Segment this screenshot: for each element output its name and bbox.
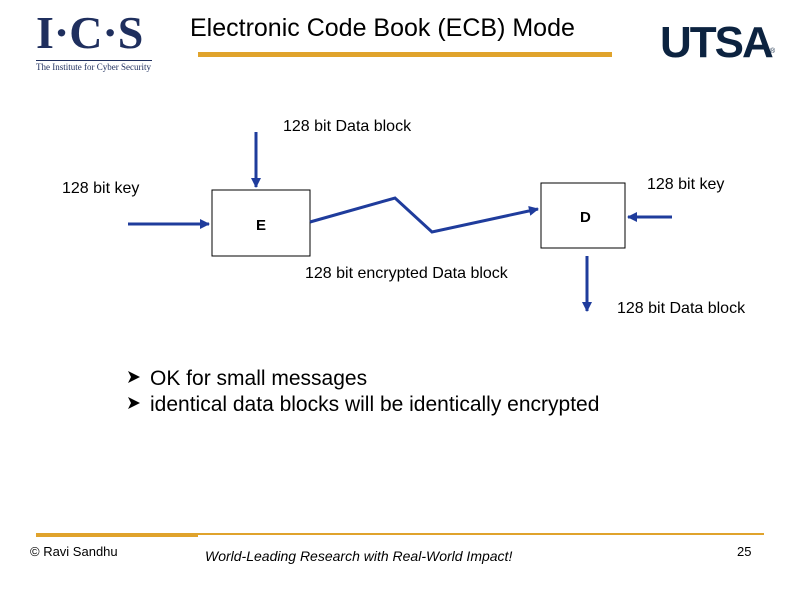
bullet-item: identical data blocks will be identicall… (126, 393, 599, 417)
bullet-item: OK for small messages (126, 367, 367, 391)
encrypt-box (211, 189, 311, 257)
top-input-label: 128 bit Data block (283, 118, 412, 135)
page-number: 25 (737, 544, 752, 559)
encrypt-box-label: E (256, 217, 266, 234)
slide-title: Electronic Code Book (ECB) Mode (190, 14, 575, 42)
ics-logo-tagline: The Institute for Cyber Security (36, 62, 151, 72)
footer-tagline: World-Leading Research with Real-World I… (205, 548, 513, 564)
bullet-arrow-icon (126, 367, 150, 391)
bullet-arrow-icon (126, 393, 150, 417)
footer-copyright: © Ravi Sandhu (30, 544, 118, 559)
left-key-label: 128 bit key (62, 180, 140, 197)
decrypt-box (540, 182, 626, 249)
bullet-text: identical data blocks will be identicall… (150, 393, 600, 416)
ciphertext-arrow (309, 196, 539, 234)
ciphertext-label: 128 bit encrypted Data block (305, 265, 508, 282)
decrypt-box-label: D (580, 209, 591, 226)
title-underline (198, 52, 612, 57)
output-label: 128 bit Data block (617, 300, 746, 317)
ics-logo: I·C·S The Institute for Cyber Security (36, 8, 156, 74)
ics-logo-rule (36, 60, 152, 61)
bullet-text: OK for small messages (150, 367, 368, 390)
right-key-label: 128 bit key (647, 176, 725, 193)
footer-rule-left (36, 533, 198, 537)
footer-rule-right (196, 533, 764, 535)
utsa-registered-mark: ® (770, 48, 776, 55)
utsa-logo: UTSA (660, 18, 774, 67)
ics-logo-letters: I·C·S (36, 7, 144, 58)
